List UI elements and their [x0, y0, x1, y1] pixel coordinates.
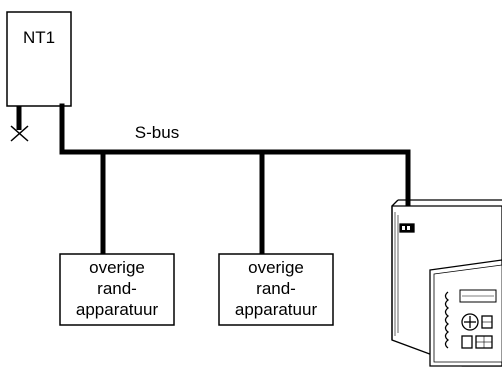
nt1-label: NT1	[23, 28, 55, 47]
peripheral-1-line-3: apparatuur	[76, 300, 159, 319]
terminal-device-icon	[391, 199, 502, 367]
termination-stub	[10, 106, 29, 142]
nt1-unit: NT1	[6, 11, 72, 107]
nt1-box	[6, 11, 72, 107]
peripheral-2-line-3: apparatuur	[235, 300, 318, 319]
peripheral-1-line-2: rand-	[97, 279, 137, 298]
peripheral-2-line-2: rand-	[256, 279, 296, 298]
s-bus-label: S-bus	[135, 123, 179, 142]
peripheral-box-2: overige rand- apparatuur	[218, 253, 334, 326]
s-bus-line	[59, 103, 411, 257]
peripheral-1-line-1: overige	[89, 258, 145, 277]
peripheral-2-line-1: overige	[248, 258, 304, 277]
peripheral-box-1: overige rand- apparatuur	[59, 253, 175, 326]
